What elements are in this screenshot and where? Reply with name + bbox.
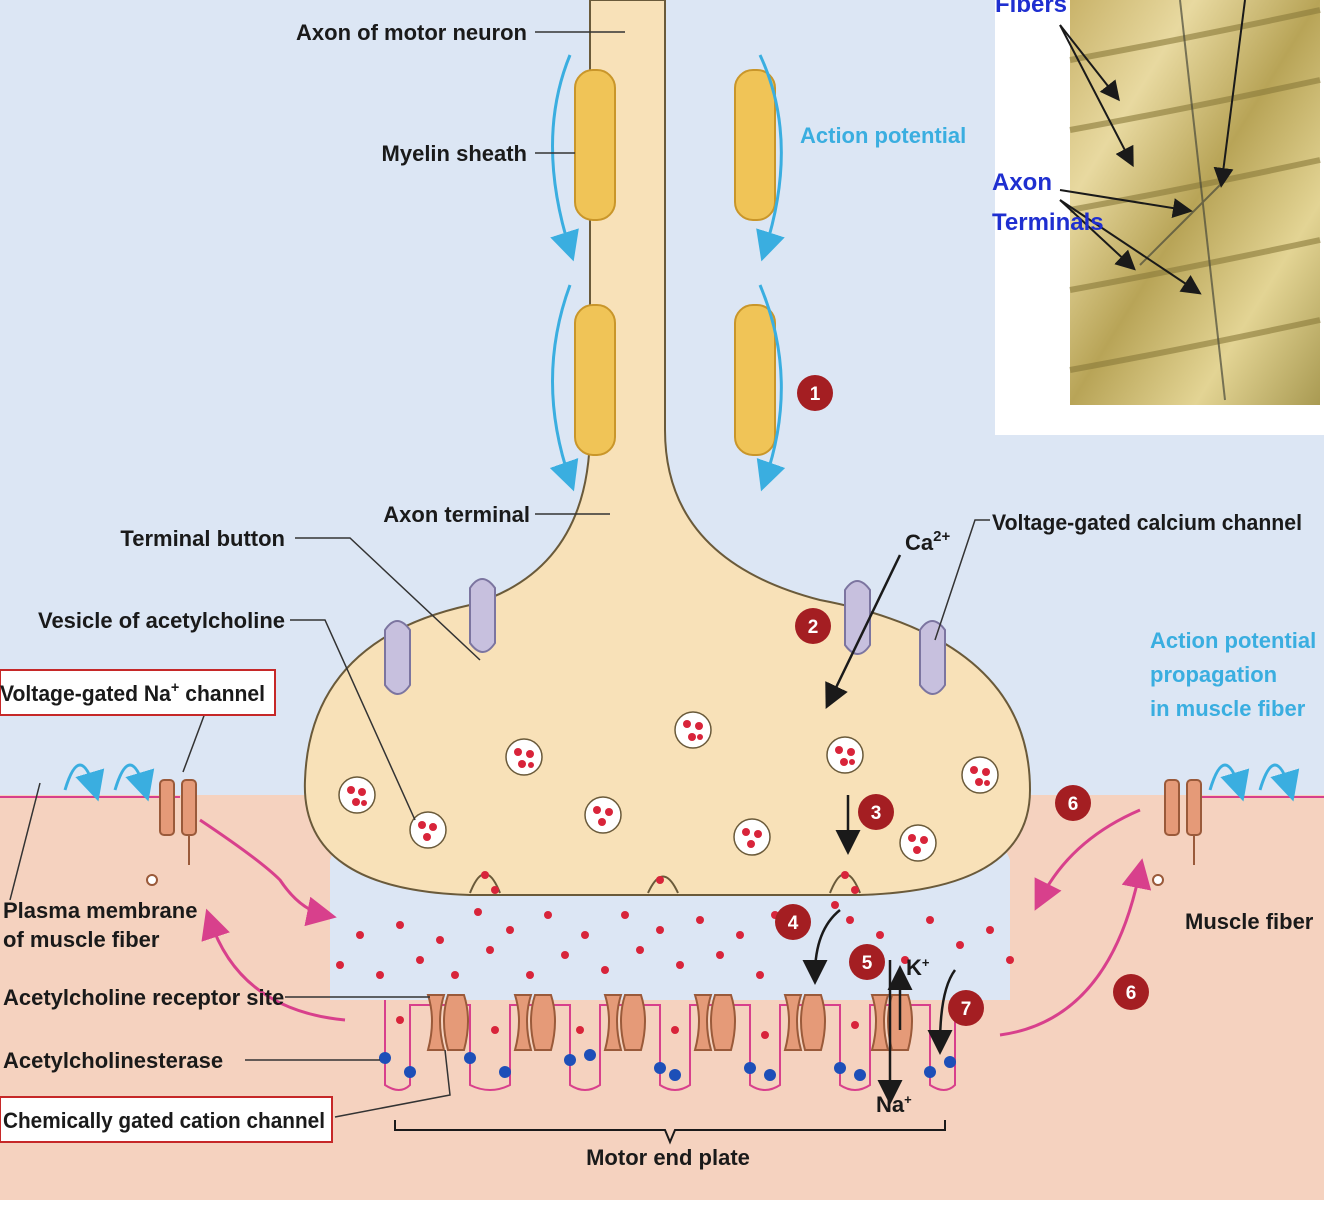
- step-number: 4: [788, 913, 799, 934]
- depolarization-arrows: [199, 808, 1152, 1037]
- label-ca-ion: Ca2+: [905, 528, 950, 555]
- step-badge-7: [948, 990, 984, 1026]
- label-axon-motor-neuron: Axon of motor neuron: [296, 20, 527, 45]
- step-badge-6a: [1055, 785, 1091, 821]
- junctional-folds: [384, 1000, 956, 1091]
- step-number: 7: [961, 999, 972, 1020]
- label-ap-propagation-2: propagation: [1150, 662, 1277, 687]
- step-badge-3: [858, 794, 894, 830]
- step-number: 5: [862, 953, 873, 974]
- inset-label-terminals: Terminals: [992, 209, 1104, 236]
- inset-label-fibers: Fibers: [995, 0, 1067, 18]
- acetylcholinesterase-dots: [379, 1049, 956, 1081]
- motor-end-plate-brace: [394, 1120, 946, 1145]
- step-badge-5: [849, 944, 885, 980]
- chem-gated-highlight-box: [0, 1096, 333, 1143]
- label-k-ion: K+: [906, 955, 930, 980]
- label-ap-propagation-1: Action potential: [1150, 628, 1316, 653]
- label-ap-propagation-3: in muscle fiber: [1150, 696, 1306, 721]
- step-badges: 1 2 3 4 5 6 7 6: [775, 375, 1149, 1026]
- vesicles: [338, 711, 999, 862]
- step-badge-4: [775, 904, 811, 940]
- step-badge-2: [795, 608, 831, 644]
- label-na-ion: Na+: [876, 1092, 912, 1117]
- labels: Axon of motor neuron Myelin sheath Actio…: [0, 0, 1316, 1170]
- action-potential-arrows: [549, 54, 786, 492]
- acetylcholine-molecules: [336, 871, 1014, 1039]
- step-number: 2: [808, 617, 819, 638]
- label-plasma-membrane-2: of muscle fiber: [3, 927, 160, 952]
- inset-label-axon: Axon: [992, 169, 1052, 196]
- step-number: 6: [1126, 983, 1137, 1004]
- label-motor-end-plate: Motor end plate: [586, 1145, 750, 1170]
- step-number: 6: [1068, 794, 1079, 815]
- step-badge-6b: [1113, 974, 1149, 1010]
- myelin-sheath-segments: [574, 69, 776, 456]
- vg-na-highlight-box: [0, 669, 276, 716]
- label-plasma-membrane-1: Plasma membrane: [3, 898, 197, 923]
- label-vg-na-channel: Voltage-gated Na+ channel: [0, 679, 265, 706]
- voltage-gated-calcium-channels: [384, 578, 946, 695]
- label-action-potential: Action potential: [800, 123, 966, 148]
- step-number: 1: [810, 384, 821, 405]
- leader-lines: [9, 31, 990, 1118]
- label-vesicle-ach: Vesicle of acetylcholine: [38, 608, 285, 633]
- step-number: 3: [871, 803, 882, 824]
- ion-flow-arrows: [802, 554, 957, 1105]
- label-myelin-sheath: Myelin sheath: [382, 141, 527, 166]
- label-chem-gated-channel: Chemically gated cation channel: [3, 1108, 325, 1133]
- label-muscle-fiber: Muscle fiber: [1185, 909, 1314, 934]
- label-acetylcholinesterase: Acetylcholinesterase: [3, 1048, 223, 1073]
- voltage-gated-na-channels: [146, 779, 1202, 886]
- muscle-ap-arrows: [63, 763, 1300, 802]
- label-ach-receptor-site: Acetylcholine receptor site: [3, 985, 284, 1010]
- step-badge-1: [797, 375, 833, 411]
- label-axon-terminal: Axon terminal: [383, 502, 530, 527]
- label-vg-ca-channel: Voltage-gated calcium channel: [992, 510, 1302, 535]
- micrograph-inset: [995, 0, 1324, 435]
- label-terminal-button: Terminal button: [120, 526, 285, 551]
